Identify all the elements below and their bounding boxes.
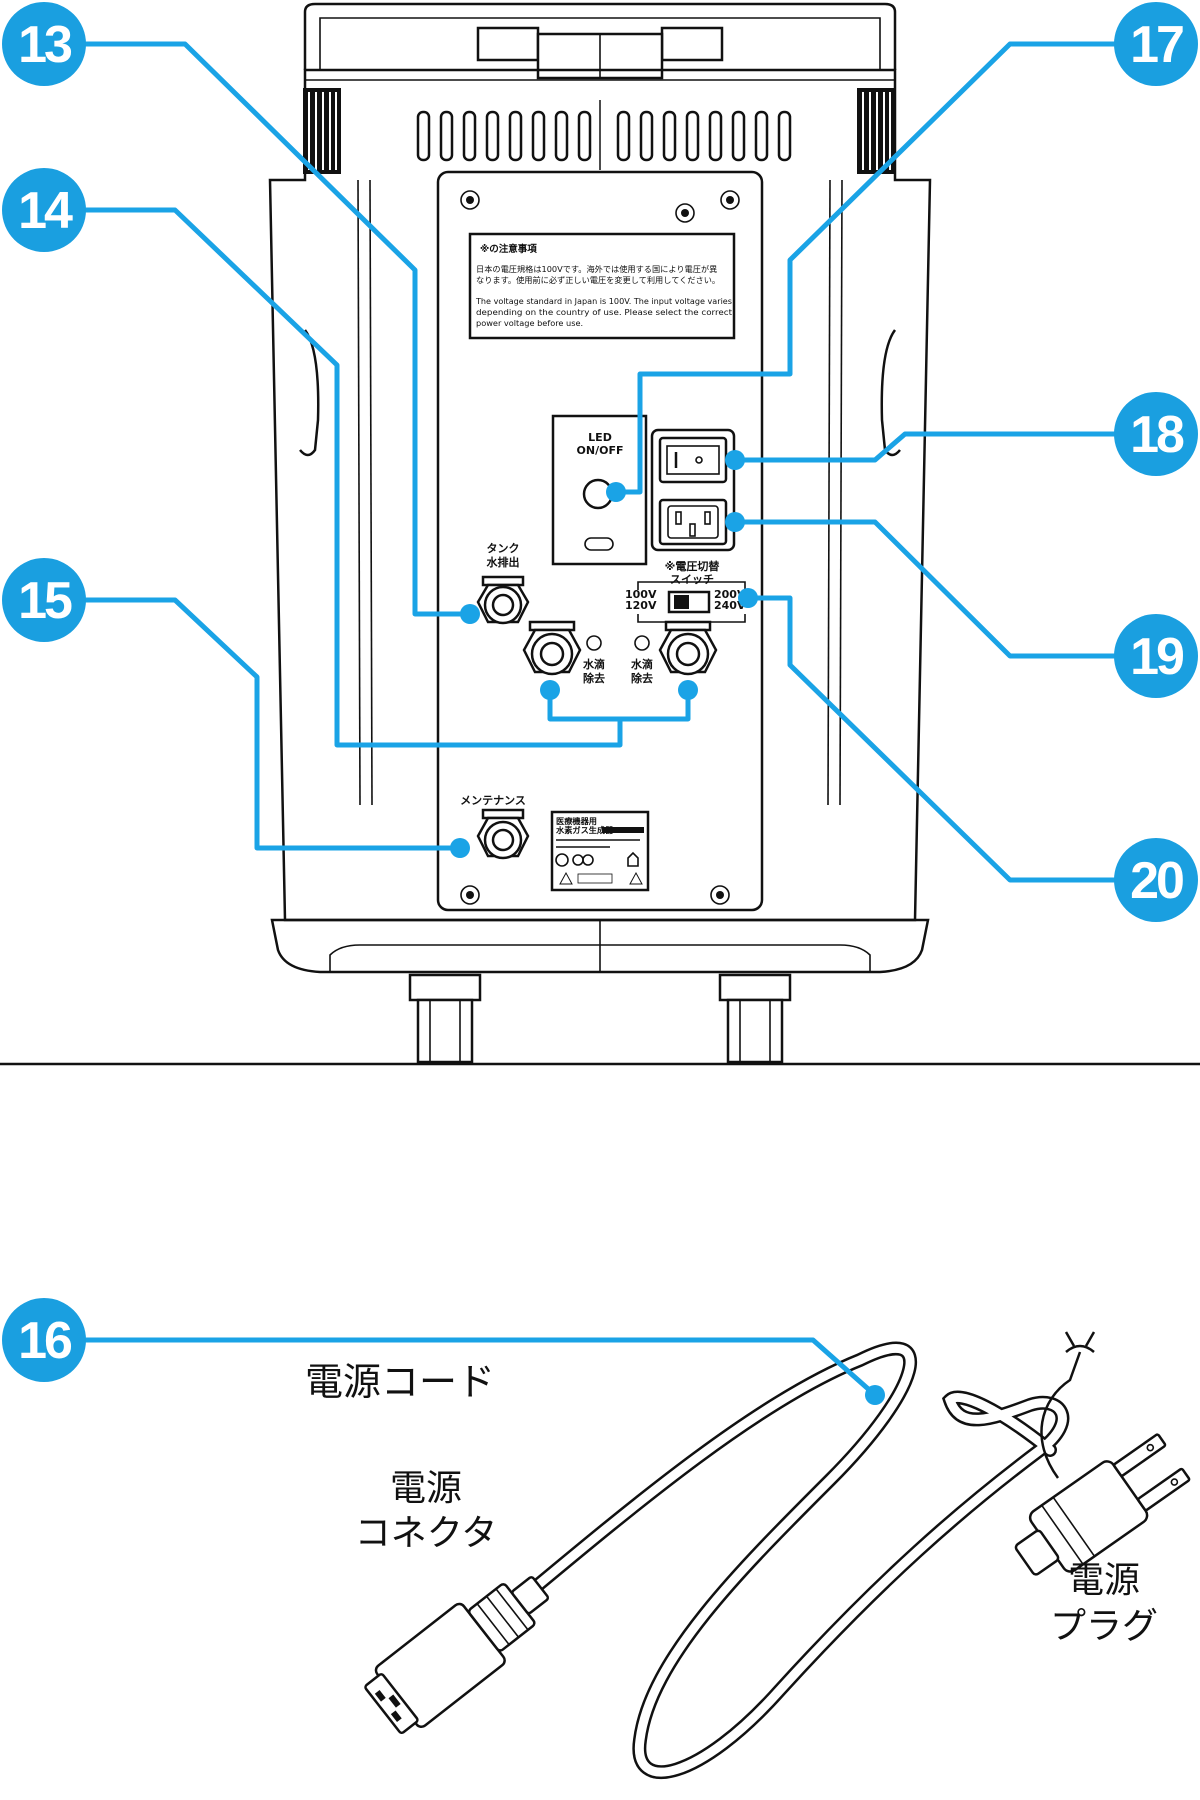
voltage-200v: 200V [714, 588, 746, 601]
callout-15-dot [450, 838, 470, 858]
callout-18-badge: 18 [1114, 392, 1198, 476]
callout-20-badge: 20 [1114, 838, 1198, 922]
svg-text:19: 19 [1130, 628, 1183, 686]
top-vent-slots [416, 100, 792, 170]
main-power-switch[interactable] [658, 436, 728, 484]
leader-lines [44, 41, 1156, 1405]
vent-slot [462, 110, 477, 162]
callout-19-badge: 19 [1114, 614, 1198, 698]
callout-14-dot-right [678, 680, 698, 700]
voltage-switch-label-2: スイッチ [670, 573, 714, 586]
callout-16-badge: 16 [2, 1298, 86, 1382]
plate-text-2: 水素ガス生成器 [556, 825, 614, 835]
svg-text:15: 15 [18, 572, 72, 630]
vent-slot [554, 110, 569, 162]
callout-16-dot [865, 1385, 885, 1405]
tank-drain-port: タンク 水排出 [476, 542, 530, 625]
drip-label-1: 水滴 [583, 657, 605, 671]
callout-20-dot [738, 588, 758, 608]
caster-right [718, 973, 792, 1064]
vent-slot [508, 110, 523, 162]
drip-label-1b: 水滴 [631, 657, 653, 671]
vent-slot [731, 110, 746, 162]
led-label-1: LED [588, 431, 612, 444]
voltage-120v: 120V [625, 599, 657, 612]
svg-text:14: 14 [18, 182, 73, 240]
vent-slot [616, 110, 631, 162]
svg-text:20: 20 [1130, 852, 1183, 910]
plug-label-1: 電源 [1068, 1560, 1140, 1601]
led-label-2: ON/OFF [577, 444, 624, 457]
vent-slot [485, 110, 500, 162]
svg-text:17: 17 [1130, 16, 1183, 74]
caution-jp-line-2: なります。使用前に必ず正しい電圧を変更して利用してください。 [476, 275, 720, 285]
callout-17-badge: 17 [1114, 2, 1198, 86]
tank-label-2: 水排出 [487, 555, 520, 569]
side-vent-left [303, 88, 341, 174]
drip-port-right [634, 620, 718, 676]
callout-13-dot [460, 604, 480, 624]
svg-text:13: 13 [18, 16, 72, 74]
panel-screw [460, 190, 740, 905]
vent-slot [439, 110, 454, 162]
power-connector [364, 1576, 550, 1735]
cord-title: 電源コード [305, 1360, 495, 1404]
callout-19-dot [725, 512, 745, 532]
maintenance-label: メンテナンス [460, 794, 526, 807]
caster-left [408, 973, 482, 1064]
callout-18-dot [725, 450, 745, 470]
callout-13-badge: 13 [2, 2, 86, 86]
callout-14-badge: 14 [2, 168, 86, 252]
connector-label-1: 電源 [390, 1468, 462, 1509]
svg-text:18: 18 [1130, 406, 1184, 464]
maintenance-port: メンテナンス [460, 794, 530, 860]
tank-label-1: タンク [487, 542, 520, 555]
voltage-100v: 100V [625, 588, 657, 601]
caution-jp-line-1: 日本の電圧規格は100Vです。海外では使用する国により電圧が異 [476, 264, 717, 274]
connector-label-2: コネクタ [355, 1513, 498, 1554]
caution-en-line-2: depending on the country of use. Please … [476, 307, 733, 317]
callout-17-dot [606, 482, 626, 502]
power-cord-illustration: 電源コード 電源 コネクタ 電源 プラグ [305, 1331, 1191, 1780]
usb-port [584, 537, 614, 551]
vent-slot [662, 110, 677, 162]
vent-slot [416, 110, 431, 162]
caution-title: ※の注意事項 [480, 243, 537, 255]
drip-label-2b: 除去 [631, 671, 653, 685]
callout-14-dot-left [540, 680, 560, 700]
vent-slot [531, 110, 546, 162]
device-back-view: ※の注意事項 日本の電圧規格は100Vです。海外では使用する国により電圧が異 な… [0, 2, 1200, 1066]
side-vent-right [857, 88, 895, 174]
svg-text:16: 16 [18, 1312, 72, 1370]
plate-text-1: 医療機器用 [556, 816, 597, 826]
drip-port-left [522, 620, 602, 676]
caution-notice: ※の注意事項 日本の電圧規格は100Vです。海外では使用する国により電圧が異 な… [468, 232, 736, 340]
vent-slot [685, 110, 700, 162]
plug-label-2: プラグ [1050, 1606, 1158, 1647]
vent-slot [777, 110, 792, 162]
vent-slot [577, 110, 592, 162]
callout-badges: 13 14 15 16 17 18 19 20 [2, 2, 1198, 1382]
vent-slot [708, 110, 723, 162]
drip-label-2: 除去 [583, 671, 605, 685]
vent-slot [639, 110, 654, 162]
caution-en-line-1: The voltage standard in Japan is 100V. T… [475, 296, 732, 306]
rating-plate: 医療機器用 水素ガス生成器 [550, 810, 650, 892]
voltage-240v: 240V [714, 599, 746, 612]
power-plug [1014, 1331, 1191, 1576]
callout-15-badge: 15 [2, 558, 86, 642]
caution-en-line-3: power voltage before use. [476, 318, 583, 328]
power-switch-block [650, 428, 736, 552]
vent-slot [754, 110, 769, 162]
voltage-switch-label-1: ※電圧切替 [665, 559, 721, 573]
